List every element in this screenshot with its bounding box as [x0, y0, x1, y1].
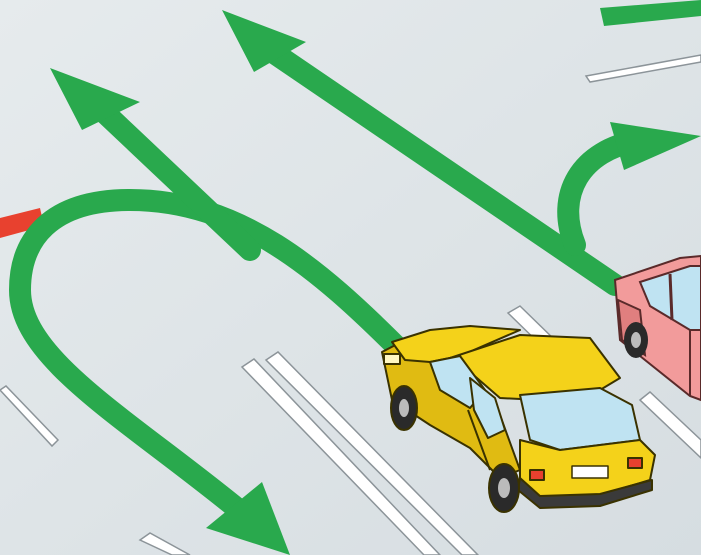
- tail-light: [530, 470, 544, 480]
- tail-light: [628, 458, 642, 468]
- headlight: [384, 354, 400, 364]
- license-plate: [572, 466, 608, 478]
